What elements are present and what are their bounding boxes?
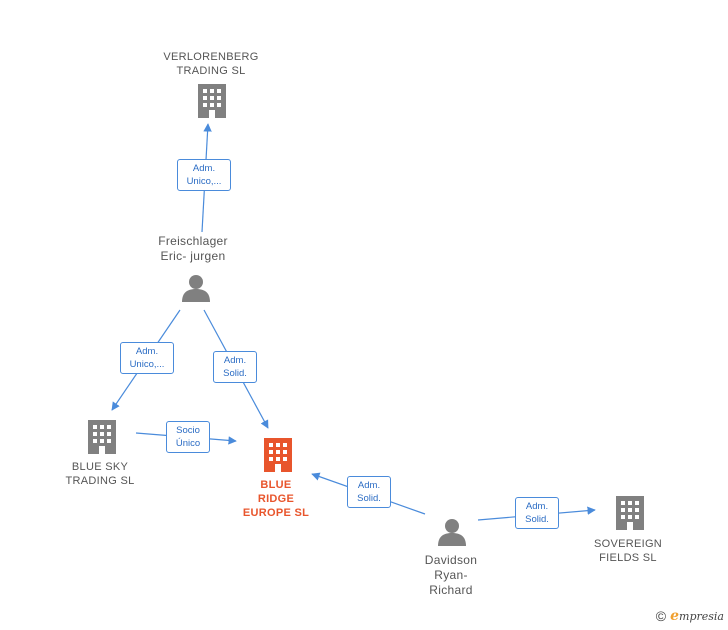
node-label-freischlager[interactable]: Freischlager Eric- jurgen (158, 234, 228, 263)
node-label-blue-sky[interactable]: BLUE SKY TRADING SL (65, 461, 135, 487)
edge-label-davidson-sovereign[interactable]: Adm. Solid. (515, 497, 559, 529)
building-icon[interactable] (264, 438, 292, 472)
building-icon[interactable] (88, 420, 116, 454)
edge-label-line1: Adm. (135, 346, 159, 357)
edge-label-line1: Adm. (223, 355, 247, 366)
node-label-verlorenberg[interactable]: VERLORENBERG TRADING SL (163, 51, 259, 77)
edge-label-line2: Unico,... (129, 359, 165, 370)
building-icon[interactable] (198, 84, 226, 118)
node-label-davidson[interactable]: Davidson Ryan- Richard (424, 553, 478, 597)
edge-label-davidson-blue-ridge[interactable]: Adm. Solid. (347, 476, 391, 508)
copyright-brand: © empresia (656, 608, 724, 624)
edge-label-line2: Solid. (357, 493, 381, 504)
building-icon[interactable] (616, 496, 644, 530)
brand-name: mpresia (679, 610, 724, 623)
edge-label-line1: Socio (176, 425, 200, 436)
edge-label-line2: Único (175, 438, 201, 449)
person-icon[interactable] (438, 519, 466, 546)
edge-label-line1: Adm. (525, 501, 549, 512)
edge-label-line1: Adm. (192, 163, 216, 174)
edge-label-freischlager-blue-sky[interactable]: Adm. Unico,... (120, 342, 174, 374)
edge-label-line1: Adm. (357, 480, 381, 491)
edge-label-freischlager-verlorenberg[interactable]: Adm. Unico,... (177, 159, 231, 191)
node-label-blue-ridge[interactable]: BLUE RIDGE EUROPE SL (242, 479, 310, 519)
edge-label-line2: Solid. (223, 368, 247, 379)
brand-initial: e (670, 608, 680, 624)
brand-logo: empresia (670, 608, 724, 624)
copyright-icon: © (655, 608, 667, 624)
edge-label-line2: Solid. (525, 514, 549, 525)
edge-label-line2: Unico,... (186, 176, 222, 187)
node-label-sovereign[interactable]: SOVEREIGN FIELDS SL (593, 538, 663, 564)
edge-label-blue-sky-blue-ridge[interactable]: Socio Único (166, 421, 210, 453)
edge-label-freischlager-blue-ridge[interactable]: Adm. Solid. (213, 351, 257, 383)
person-icon[interactable] (182, 275, 210, 302)
